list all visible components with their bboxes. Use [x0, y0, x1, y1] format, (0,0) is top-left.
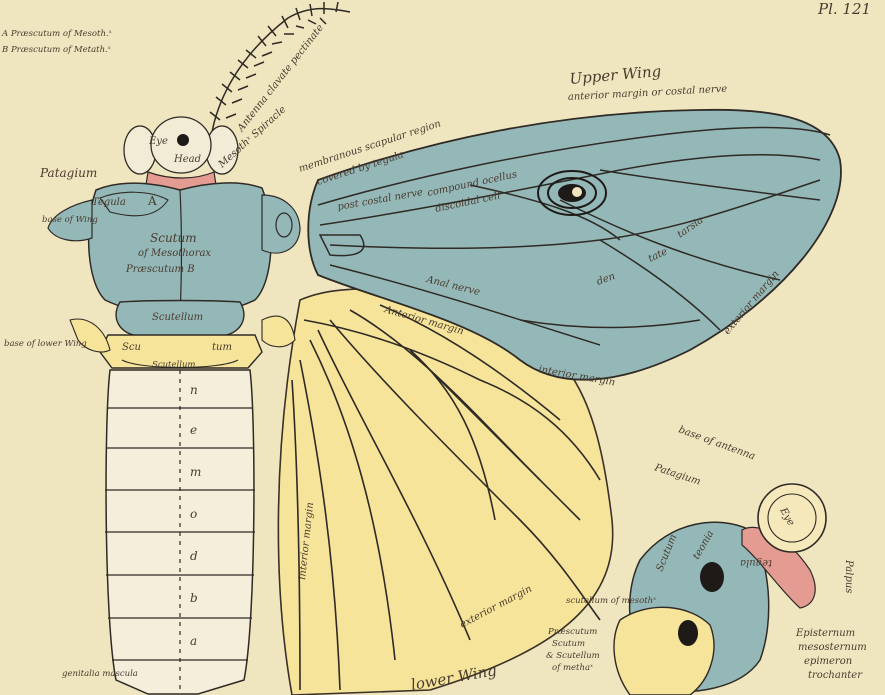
label-upper-wing: Upper Wing	[569, 62, 662, 88]
abdomen-letter-o: o	[190, 507, 197, 521]
abdomen-letter-n: n	[190, 383, 198, 397]
label-prescutum: Præscutum	[547, 627, 597, 637]
label-eye: Eye	[148, 136, 168, 147]
label-trochanter: trochanter	[808, 670, 863, 681]
legend-b: B Præscutum of Metath.ˣ	[1, 45, 111, 55]
label-scutellum-small: Scutellum	[152, 360, 195, 370]
label-scutellum: Scutellum	[152, 312, 203, 323]
label-head: Head	[173, 154, 201, 165]
abdomen-letter-m: m	[190, 465, 201, 479]
label-scutellum-meso: scutellum of mesothˣ	[566, 596, 656, 606]
label-mesosternum: mesosternum	[798, 642, 867, 653]
label-tegula-2: tegula	[740, 557, 772, 568]
label-scu: Scu	[122, 342, 141, 353]
legend-a: A Præscutum of Mesoth.ˣ	[1, 29, 112, 39]
label-tum: tum	[212, 342, 232, 353]
abdomen-letter-a: a	[190, 634, 197, 648]
label-of-metha: of methaˣ	[552, 663, 593, 673]
label-anterior-costal: anterior margin or costal nerve	[568, 84, 728, 103]
label-palpus: Palpus	[843, 559, 854, 593]
label-epimeron: epimeron	[804, 656, 852, 667]
label-patagium: Patagium	[39, 166, 97, 180]
label-patagium-2: Patagium	[652, 462, 702, 488]
abdomen-letter-d: d	[190, 549, 198, 563]
label-scutum-3: Præscutum B	[125, 264, 195, 275]
abdomen	[105, 370, 255, 694]
label-base-wing: base of Wing	[42, 215, 98, 225]
label-scutum-1: Scutum	[150, 231, 197, 245]
abdomen-letter-e: e	[190, 423, 197, 437]
label-a: A	[147, 194, 157, 208]
label-scutellum-c: & Scutellum	[546, 651, 600, 661]
label-base-antenna: base of antenna	[677, 424, 757, 462]
label-genitalia: genitalia mascula	[62, 669, 138, 679]
label-scutum-2: of Mesothorax	[138, 248, 211, 259]
label-tegula: Tegula	[92, 197, 126, 208]
plate-number: Pl. 121	[817, 0, 871, 18]
label-episternum: Episternum	[795, 628, 855, 639]
abdomen-letter-b: b	[190, 591, 198, 605]
side-view	[614, 484, 826, 695]
compound-ocellus	[538, 171, 606, 215]
label-base-lower-wing: base of lower Wing	[4, 339, 87, 349]
label-scutum-c: Scutum	[552, 639, 585, 649]
